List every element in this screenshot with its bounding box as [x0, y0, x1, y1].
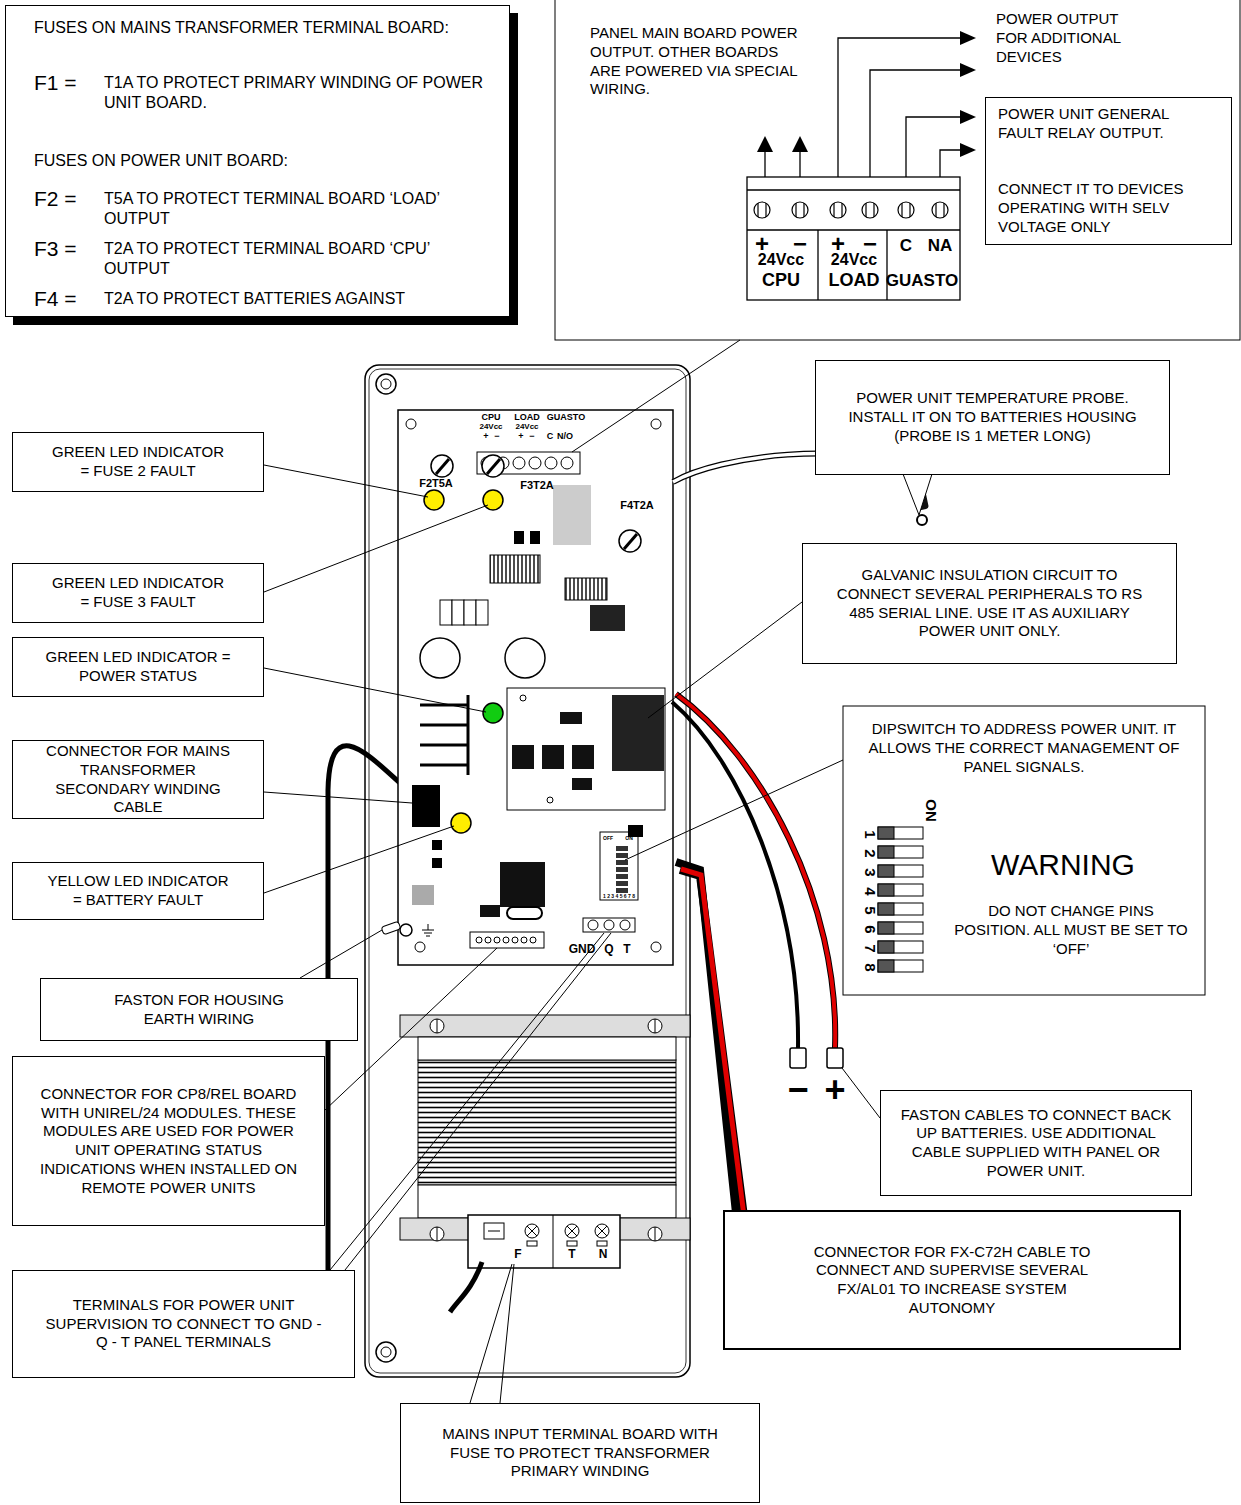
terminal-name: N [599, 1248, 608, 1260]
mains-callout: MAINS INPUT TERMINAL BOARD WITH FUSE TO … [400, 1403, 760, 1503]
polarity-sign: + [824, 1072, 845, 1108]
callout-text: FASTON FOR HOUSING EARTH WIRING [101, 991, 297, 1029]
polarity-sign: − [787, 1072, 808, 1108]
callout-text: YELLOW LED INDICATOR = BATTERY FAULT [43, 872, 233, 910]
voltage-label: 24Vcc [515, 423, 538, 431]
callout-text: POWER UNIT GENERAL FAULT RELAY OUTPUT. [998, 105, 1198, 143]
terminal-callout: PANEL MAIN BOARD POWER OUTPUT. OTHER BOA… [555, 0, 1241, 340]
callout-text: FUSES ON POWER UNIT BOARD: [34, 151, 474, 171]
callout-text: GREEN LED INDICATOR = FUSE 2 FAULT [49, 443, 227, 481]
callout-text: T5A TO PROTECT TERMINAL BOARD ‘LOAD’ OUT… [104, 189, 494, 229]
terminal-sign: − [529, 432, 534, 441]
callout-text: T2A TO PROTECT BATTERIES AGAINST [104, 289, 494, 309]
fuse-label: F2T5A [419, 478, 453, 489]
dip-number: 1 [863, 830, 878, 838]
dip-number: 6 [863, 925, 878, 933]
callout-text: DIPSWITCH TO ADDRESS POWER UNIT. IT ALLO… [855, 720, 1193, 776]
terminal-name: N/O [557, 432, 573, 441]
callout-text: GREEN LED INDICATOR = FUSE 3 FAULT [49, 574, 227, 612]
callout-text: MAINS INPUT TERMINAL BOARD WITH FUSE TO … [441, 1425, 719, 1481]
battery-callout: FASTON CABLES TO CONNECT BACK UP BATTERI… [880, 1090, 1192, 1196]
callout-text: F3 = [34, 236, 94, 262]
terminal-group: LOAD [514, 413, 540, 422]
callout-text: DO NOT CHANGE PINS POSITION. ALL MUST BE… [951, 902, 1191, 958]
terminal-group: CPU [481, 413, 500, 422]
voltage-label: 24Vcc [831, 252, 877, 268]
dip-number: 8 [863, 963, 878, 971]
dip-number: 3 [863, 868, 878, 876]
fuse-label: F4T2A [620, 500, 654, 511]
terminal-sign: − [494, 432, 499, 441]
galvanic-callout: GALVANIC INSULATION CIRCUIT TO CONNECT S… [802, 543, 1177, 664]
callout-text: T2A TO PROTECT TERMINAL BOARD ‘CPU’ OUTP… [104, 239, 494, 279]
callout-text: PANEL MAIN BOARD POWER OUTPUT. OTHER BOA… [590, 24, 800, 99]
fault-relay-box: POWER UNIT GENERAL FAULT RELAY OUTPUT. CO… [985, 97, 1232, 245]
callout-text: FASTON CABLES TO CONNECT BACK UP BATTERI… [895, 1106, 1177, 1181]
callout-text: CONNECT IT TO DEVICES OPERATING WITH SEL… [998, 180, 1226, 236]
power-unit-board [381, 410, 673, 965]
terminal-name: F [514, 1248, 521, 1260]
connector-callout: CONNECTOR FOR MAINS TRANSFORMER SECONDAR… [12, 740, 264, 819]
callout-text: POWER UNIT TEMPERATURE PROBE. INSTALL IT… [836, 389, 1149, 445]
led-callout: GREEN LED INDICATOR = FUSE 3 FAULT [12, 563, 264, 623]
terminal-group: LOAD [829, 271, 880, 289]
dip-number: 5 [863, 906, 878, 914]
terminal-name: NA [928, 237, 953, 254]
callout-text: F4 = [34, 286, 94, 312]
callout-text: WARNING [963, 846, 1163, 884]
terminal-group: GUASTO [547, 413, 585, 422]
dipswitch-symbol [878, 827, 923, 972]
callout-text: GALVANIC INSULATION CIRCUIT TO CONNECT S… [833, 566, 1146, 641]
dip-number: 7 [863, 944, 878, 952]
dip-label: ON [625, 836, 633, 841]
terminal-group: CPU [762, 271, 800, 289]
housing-plate [365, 365, 690, 1377]
terminal-name: GND [569, 943, 596, 955]
terminal-name: C [547, 432, 554, 441]
dip-on-label: ON [924, 799, 939, 822]
callout-text: CONNECTOR FOR CP8/REL BOARD WITH UNIREL/… [27, 1085, 310, 1198]
led-callout: GREEN LED INDICATOR = FUSE 2 FAULT [12, 432, 264, 492]
fuse-note-box: FUSES ON MAINS TRANSFORMER TERMINAL BOAR… [5, 5, 510, 317]
terminal-sign: + [483, 432, 488, 441]
led-callout: YELLOW LED INDICATOR = BATTERY FAULT [12, 862, 264, 920]
voltage-label: 24Vcc [758, 252, 804, 268]
terminal-name: T [623, 943, 630, 955]
terminal-group: GUASTO [886, 272, 958, 289]
earth-callout: FASTON FOR HOUSING EARTH WIRING [40, 978, 358, 1041]
dip-label: OFF [603, 836, 613, 841]
callout-text: TERMINALS FOR POWER UNIT SUPERVISION TO … [43, 1296, 324, 1352]
fx-cable-callout: CONNECTOR FOR FX-C72H CABLE TO CONNECT A… [723, 1210, 1181, 1350]
mains-transformer [400, 1015, 690, 1268]
callout-text: CONNECTOR FOR FX-C72H CABLE TO CONNECT A… [795, 1243, 1109, 1318]
dip-label: 1 2 3 4 5 6 7 8 [603, 894, 635, 899]
fuse-label: F3T2A [520, 480, 554, 491]
probe-callout: POWER UNIT TEMPERATURE PROBE. INSTALL IT… [815, 360, 1170, 475]
terminal-sign: + [518, 432, 523, 441]
callout-text: F1 = [34, 70, 94, 96]
led-callout: GREEN LED INDICATOR = POWER STATUS [12, 637, 264, 697]
led-indicator [424, 455, 504, 833]
voltage-label: 24Vcc [479, 423, 502, 431]
callout-text: FUSES ON MAINS TRANSFORMER TERMINAL BOAR… [34, 18, 484, 38]
callout-text: POWER OUTPUT FOR ADDITIONAL DEVICES [996, 10, 1134, 66]
terminal-name: T [568, 1248, 575, 1260]
dip-number: 2 [863, 849, 878, 857]
callout-text: GREEN LED INDICATOR = POWER STATUS [43, 648, 233, 686]
terminal-name: Q [604, 943, 613, 955]
dipswitch-callout: DIPSWITCH TO ADDRESS POWER UNIT. IT ALLO… [843, 706, 1205, 995]
cp8-callout: CONNECTOR FOR CP8/REL BOARD WITH UNIREL/… [12, 1056, 325, 1226]
terminal-name: C [900, 237, 912, 254]
callout-text: F2 = [34, 186, 94, 212]
dip-number: 4 [863, 887, 878, 895]
supervision-callout: TERMINALS FOR POWER UNIT SUPERVISION TO … [12, 1270, 355, 1378]
callout-text: CONNECTOR FOR MAINS TRANSFORMER SECONDAR… [35, 742, 241, 817]
callout-text: T1A TO PROTECT PRIMARY WINDING OF POWER … [104, 73, 494, 113]
